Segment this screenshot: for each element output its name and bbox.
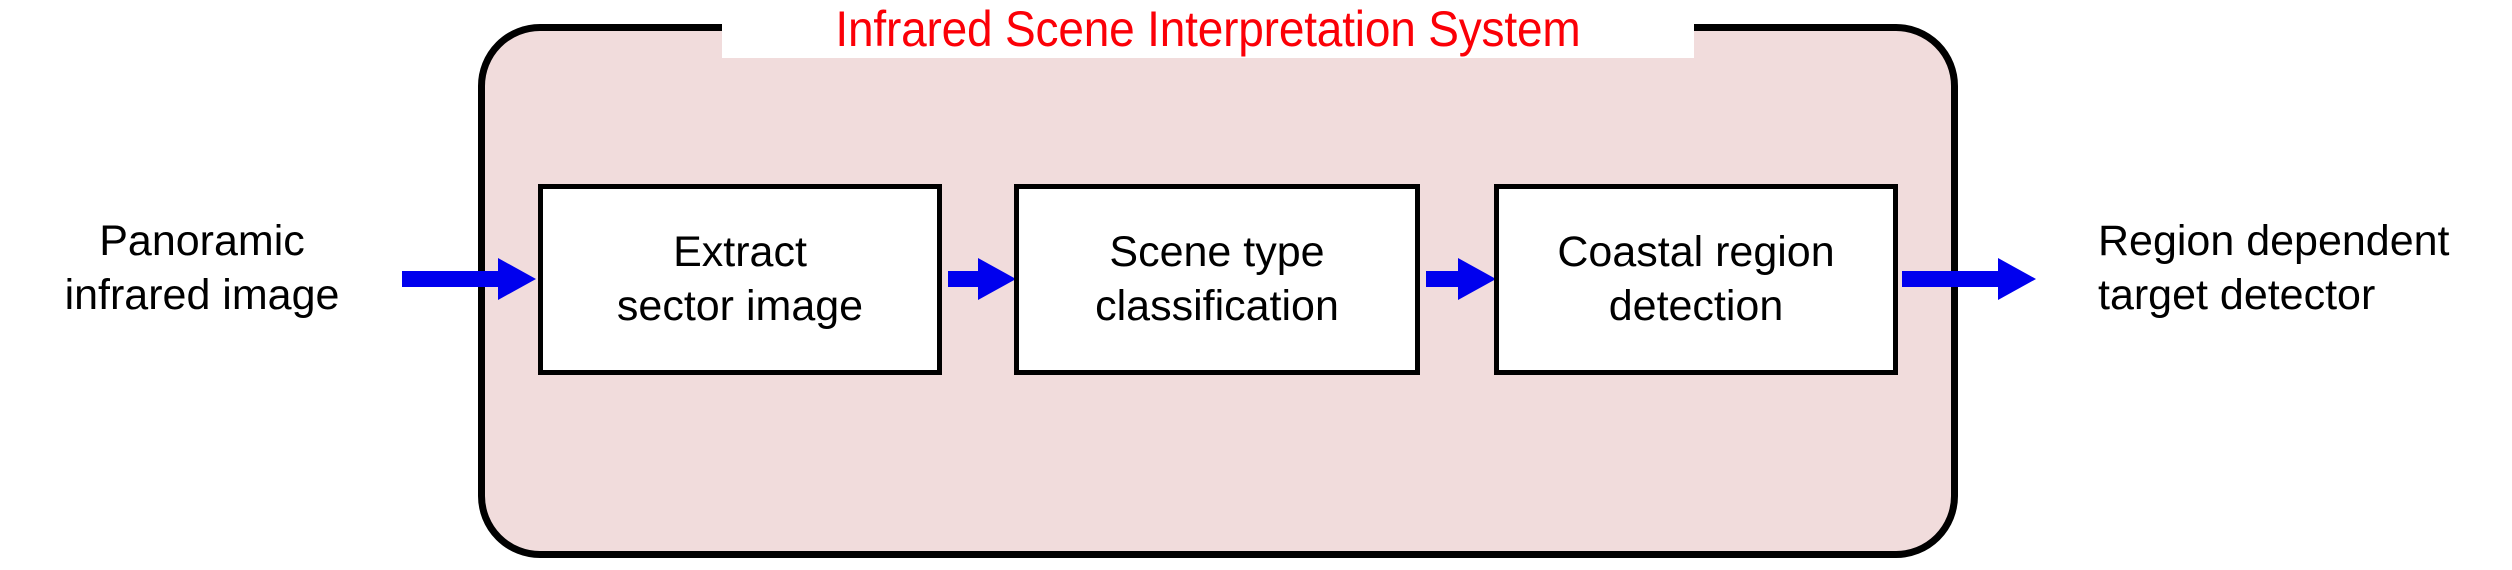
arrow-head-icon xyxy=(498,258,536,300)
system-panel-title: Infrared Scene Interpretation System xyxy=(835,1,1581,57)
arrow-head-icon xyxy=(1458,258,1496,300)
arrow-shaft xyxy=(1426,271,1464,287)
arrow-head-icon xyxy=(1998,258,2036,300)
system-panel-title-container: Infrared Scene Interpretation System xyxy=(722,0,1694,58)
input-label: Panoramic infrared image xyxy=(64,217,340,319)
stage-label-coastal: Coastal region detection xyxy=(1557,227,1835,330)
output-label: Region dependent target detector xyxy=(2098,217,2450,319)
arrow-shaft xyxy=(948,271,984,287)
stage-label-extract: Extract sector image xyxy=(616,227,864,330)
stage-box-extract[interactable]: Extract sector image xyxy=(538,184,942,375)
arrow-shaft xyxy=(1902,271,2004,287)
arrow-head-icon xyxy=(978,258,1016,300)
stage-box-coastal[interactable]: Coastal region detection xyxy=(1494,184,1898,375)
arrow-shaft xyxy=(402,271,502,287)
stage-label-classify: Scene type classification xyxy=(1095,227,1339,330)
stage-box-classify[interactable]: Scene type classification xyxy=(1014,184,1420,375)
